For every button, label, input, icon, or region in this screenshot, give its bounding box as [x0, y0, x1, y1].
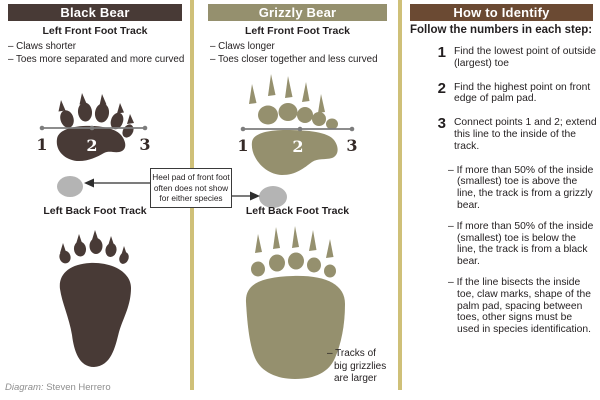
grizzly-bear-bullet-toes: – Toes closer together and less curved	[210, 53, 378, 65]
black-bear-bullet-toes: – Toes more separated and more curved	[8, 53, 185, 65]
step-3-text: Connect points 1 and 2; extend this line…	[454, 117, 597, 152]
identify-step-2: 2 Find the highest point on front edge o…	[410, 79, 600, 106]
note-black-bear-rule: – If more than 50% of the inside (smalle…	[448, 220, 594, 268]
black-bear-header: Black Bear	[8, 4, 182, 21]
grizzly-bear-back-track-graphic	[245, 226, 345, 379]
black-bear-front-track-title: Left Front Foot Track	[42, 25, 148, 37]
identify-subtitle: Follow the numbers in each step:	[410, 24, 593, 36]
black-bear-marker-1: 1	[36, 135, 47, 154]
step-2-text: Find the highest point on front edge of …	[454, 81, 591, 105]
heel-pad-callout: Heel pad of front foot often does not sh…	[150, 168, 232, 208]
step-1-number: 1	[437, 44, 446, 61]
black-bear-back-track-graphic	[59, 230, 131, 367]
step-2-number: 2	[437, 79, 446, 97]
grizzly-size-note: – Tracks of big grizzlies are larger	[327, 348, 387, 384]
grizzly-bear-back-track-title: Left Back Foot Track	[245, 205, 350, 217]
identify-step-3: 3 Connect points 1 and 2; extend this li…	[410, 115, 600, 152]
grizzly-bear-bullet-claws: – Claws longer	[210, 41, 275, 52]
black-bear-bullet-claws: – Claws shorter	[8, 41, 77, 52]
identify-steps: 1 Find the lowest point of outside (larg…	[410, 44, 600, 345]
column-divider-right	[398, 0, 402, 390]
grizzly-bear-marker-1: 1	[237, 136, 248, 155]
grizzly-bear-marker-3: 3	[346, 136, 357, 155]
grizzly-bear-front-track-title: Left Front Foot Track	[245, 25, 350, 37]
black-bear-heel-pad	[57, 176, 83, 197]
diagram-credit: Diagram: Steven Herrero	[5, 382, 111, 393]
how-to-identify-header: How to Identify	[410, 4, 593, 21]
black-bear-marker-2: 2	[86, 136, 97, 155]
grizzly-bear-marker-2: 2	[292, 137, 303, 156]
black-bear-back-track-title: Left Back Foot Track	[43, 205, 147, 217]
grizzly-bear-front-track-graphic: 1 2 3	[237, 74, 358, 175]
grizzly-bear-heel-pad	[259, 186, 287, 208]
step-1-text: Find the lowest point of outside (larges…	[454, 46, 596, 69]
credit-name: Steven Herrero	[46, 382, 111, 393]
left-arrowhead-icon	[84, 178, 94, 188]
black-bear-bullets: – Claws shorter – Toes more separated an…	[8, 41, 188, 67]
note-other-signs-rule: – If the line bisects the inside toe, cl…	[448, 276, 591, 336]
grizzly-bear-bullets: – Claws longer – Toes closer together an…	[210, 41, 392, 67]
identify-notes: – If more than 50% of the inside (smalle…	[448, 165, 597, 336]
black-bear-marker-3: 3	[139, 135, 150, 154]
identify-step-1: 1 Find the lowest point of outside (larg…	[410, 44, 600, 70]
grizzly-bear-header: Grizzly Bear	[208, 4, 387, 21]
black-bear-front-track-graphic: 1 2 3	[36, 93, 151, 161]
step-3-number: 3	[437, 115, 446, 133]
credit-label: Diagram:	[5, 382, 44, 393]
note-grizzly-rule: – If more than 50% of the inside (smalle…	[448, 164, 594, 211]
